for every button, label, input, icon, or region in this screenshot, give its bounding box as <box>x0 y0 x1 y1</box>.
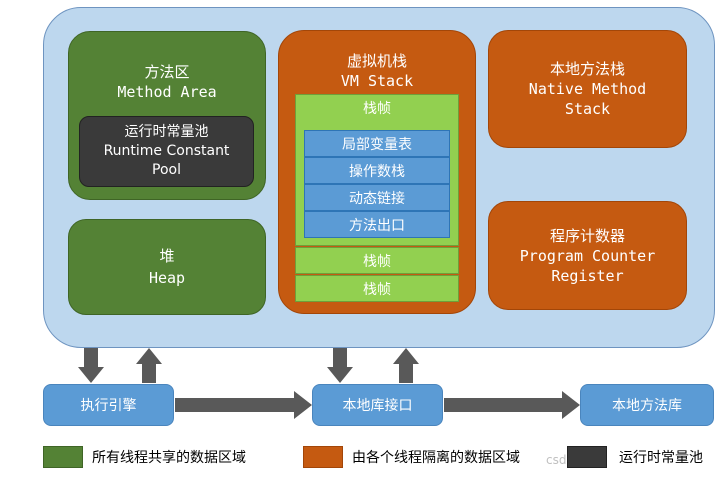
method-area-title-zh: 方法区 <box>144 63 190 81</box>
stack-frame-3[interactable]: 栈帧 <box>295 275 459 302</box>
legend-text-shared: 所有线程共享的数据区域 <box>92 450 246 466</box>
native-stack-label-zh: 本地方法栈 <box>549 60 625 78</box>
arrow-down-native <box>327 348 353 383</box>
operand-stack[interactable]: 操作数栈 <box>304 157 450 184</box>
legend-swatch-shared <box>43 446 83 468</box>
arrow-up-exec <box>136 348 162 383</box>
pc-label-en-line1: Program Counter <box>519 246 656 265</box>
legend-swatch-rcp <box>567 446 607 468</box>
vm-stack-title-zh: 虚拟机栈 <box>346 52 407 70</box>
runtime-constant-pool[interactable]: 运行时常量池 Runtime Constant Pool <box>79 116 254 187</box>
method-exit[interactable]: 方法出口 <box>304 211 450 238</box>
native-stack-label-en-line1: Native Method <box>528 80 647 98</box>
execution-engine[interactable]: 执行引擎 <box>43 384 174 426</box>
pc-label-en-line2: Register <box>551 266 624 285</box>
method-area-title-en: Method Area <box>117 83 217 101</box>
legend-text-rcp: 运行时常量池 <box>619 450 703 466</box>
arrow-right-engine-to-interface <box>175 391 312 419</box>
rcp-label-en-line2: Pool <box>152 162 181 178</box>
rcp-label-en-line1: Runtime Constant <box>103 143 230 159</box>
heap-label-zh: 堆 <box>159 247 175 265</box>
native-library-interface[interactable]: 本地库接口 <box>312 384 443 426</box>
arrow-down-exec <box>78 348 104 383</box>
native-stack-label-en-line2: Stack <box>564 100 611 118</box>
stack-frame-label: 栈帧 <box>363 101 391 117</box>
stack-frame-2[interactable]: 栈帧 <box>295 247 459 274</box>
program-counter-register[interactable]: 程序计数器 Program Counter Register <box>488 201 687 310</box>
dynamic-linking[interactable]: 动态链接 <box>304 184 450 211</box>
method-area-title: 方法区 Method Area <box>69 62 265 102</box>
vm-stack-title-en: VM Stack <box>340 72 414 90</box>
heap-label-en: Heap <box>148 269 186 287</box>
arrow-right-interface-to-library <box>444 391 580 419</box>
local-variable-table[interactable]: 局部变量表 <box>304 130 450 157</box>
native-method-stack[interactable]: 本地方法栈 Native Method Stack <box>488 30 687 148</box>
rcp-label-zh: 运行时常量池 <box>124 124 209 140</box>
native-method-library[interactable]: 本地方法库 <box>580 384 714 426</box>
pc-label-zh: 程序计数器 <box>549 226 625 245</box>
vm-stack-title: 虚拟机栈 VM Stack <box>279 51 475 91</box>
legend-text-isolated: 由各个线程隔离的数据区域 <box>352 450 520 466</box>
arrow-up-native <box>393 348 419 383</box>
heap[interactable]: 堆 Heap <box>68 219 266 315</box>
legend-swatch-isolated <box>303 446 343 468</box>
